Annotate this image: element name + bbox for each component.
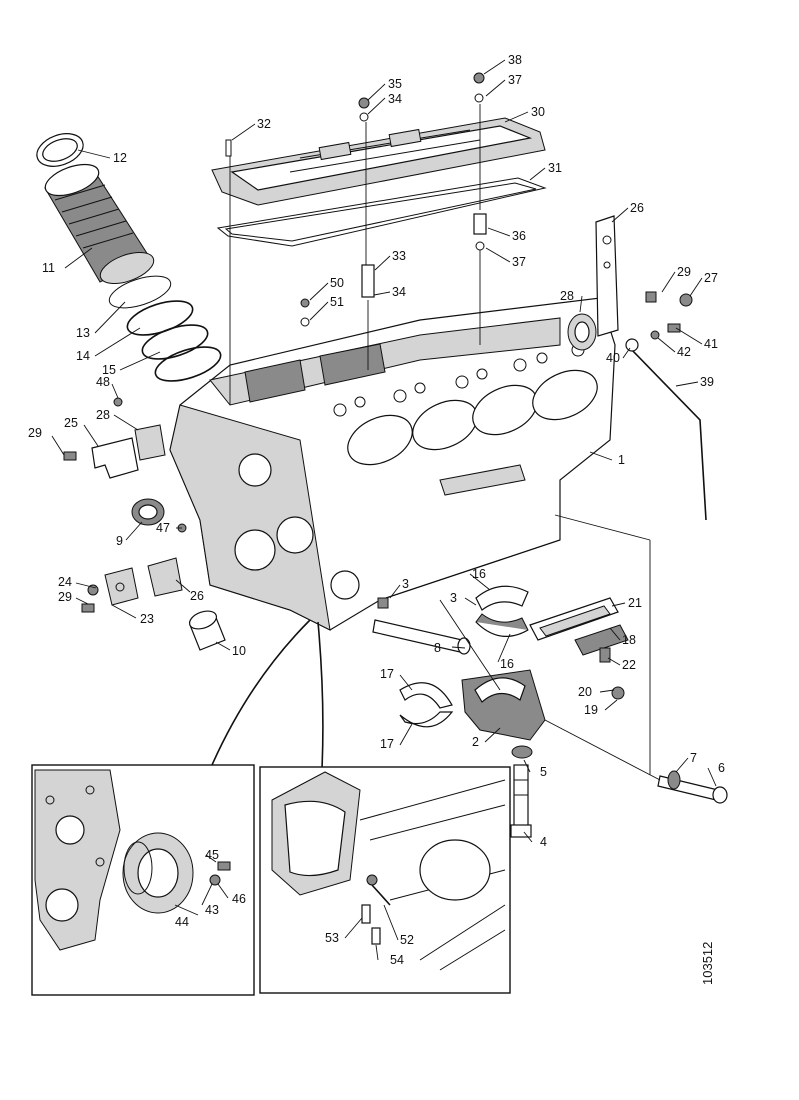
callout-5: 5 — [540, 765, 547, 779]
screws-top — [225, 72, 487, 327]
callout-9: 9 — [116, 534, 123, 548]
callout-33: 33 — [392, 249, 406, 263]
guide-lines-top — [229, 104, 481, 405]
callout-4: 4 — [540, 835, 547, 849]
thrust-washer-17 — [399, 682, 454, 728]
callout-50: 50 — [330, 276, 344, 290]
callout-20: 20 — [578, 685, 592, 699]
bolt-4 — [510, 745, 533, 838]
callout-26: 26 — [630, 201, 644, 215]
callout-53: 53 — [325, 931, 339, 945]
callout-39: 39 — [700, 375, 714, 389]
callout-16: 16 — [472, 567, 486, 581]
seal-ring-9 — [131, 498, 187, 533]
callout-23: 23 — [140, 612, 154, 626]
cover-gasket-31 — [216, 177, 547, 247]
callout-49: 3 — [402, 577, 409, 591]
callout-11: 11 — [42, 261, 55, 275]
callout-17: 17 — [380, 667, 394, 681]
callout-16b: 16 — [500, 657, 514, 671]
dipstick-39 — [625, 323, 707, 521]
oil-pump-gasket-21 — [529, 597, 629, 700]
bearing-guides — [439, 514, 661, 781]
callout-35: 35 — [388, 77, 402, 91]
bolt-6-7 — [657, 770, 728, 804]
callout-29: 29 — [677, 265, 691, 279]
callout-24: 24 — [58, 575, 72, 589]
leader-lines — [51, 59, 717, 961]
bolt-8 — [372, 597, 471, 655]
callout-3: 3 — [450, 591, 457, 605]
callout-19: 19 — [584, 703, 598, 717]
valley-cover-30 — [211, 117, 546, 206]
callout-37b: 37 — [512, 255, 526, 269]
callout-43: 43 — [205, 903, 219, 917]
oil-pipe-left — [211, 619, 311, 766]
callout-25: 25 — [64, 416, 78, 430]
cover-plate-23-26 — [81, 557, 183, 613]
callout-29b: 29 — [28, 426, 42, 440]
lifting-eye-26 — [595, 215, 619, 337]
callout-2: 2 — [472, 735, 479, 749]
callout-52: 52 — [400, 933, 414, 947]
callout-28: 28 — [560, 289, 574, 303]
figure-reference-code: 103512 — [700, 942, 715, 985]
callout-37: 37 — [508, 73, 522, 87]
callout-46: 46 — [232, 892, 246, 906]
callout-41: 41 — [704, 337, 718, 351]
oil-pipe-right — [317, 621, 324, 769]
callout-10: 10 — [232, 644, 246, 658]
callout-7: 7 — [690, 751, 697, 765]
callout-51: 51 — [330, 295, 344, 309]
callout-17b: 17 — [380, 737, 394, 751]
bolts-27-29 — [645, 291, 693, 307]
callout-15: 15 — [102, 363, 116, 377]
cylinder-liner-11 — [36, 133, 222, 382]
callout-31: 31 — [548, 161, 562, 175]
callout-28b: 28 — [96, 408, 110, 422]
detail-inset-left — [31, 764, 255, 996]
callout-26b: 26 — [190, 589, 204, 603]
callout-13: 13 — [76, 326, 90, 340]
callout-45: 45 — [205, 848, 219, 862]
callout-30: 30 — [531, 105, 545, 119]
callout-1: 1 — [618, 453, 625, 467]
callout-21: 21 — [628, 596, 642, 610]
detail-inset-right — [259, 766, 511, 994]
callout-14: 14 — [76, 349, 90, 363]
bushing-10 — [188, 610, 226, 651]
callout-32: 32 — [257, 117, 271, 131]
callout-54: 54 — [390, 953, 404, 967]
callout-44: 44 — [175, 915, 189, 929]
callout-12: 12 — [113, 151, 127, 165]
gasket-28 — [567, 313, 597, 351]
callout-34b: 34 — [392, 285, 406, 299]
bearing-cap-2 — [461, 669, 546, 741]
callout-18: 18 — [622, 633, 636, 647]
callout-29c: 29 — [58, 590, 72, 604]
callout-42: 42 — [677, 345, 691, 359]
callout-40: 40 — [606, 351, 620, 365]
thermostat-housing-25 — [63, 397, 166, 479]
callout-48: 48 — [96, 375, 110, 389]
callout-22: 22 — [622, 658, 636, 672]
callout-6: 6 — [718, 761, 725, 775]
callout-27: 27 — [704, 271, 718, 285]
callout-36: 36 — [512, 229, 526, 243]
callout-47: 47 — [156, 521, 170, 535]
callout-38: 38 — [508, 53, 522, 67]
callout-labels: 38 37 35 34 30 32 12 31 26 36 33 37 11 2… — [28, 53, 725, 985]
callout-8: 8 — [434, 641, 441, 655]
engine-block-1 — [169, 297, 616, 631]
main-bearing-shells-16 — [475, 585, 529, 637]
callout-34: 34 — [388, 92, 402, 106]
